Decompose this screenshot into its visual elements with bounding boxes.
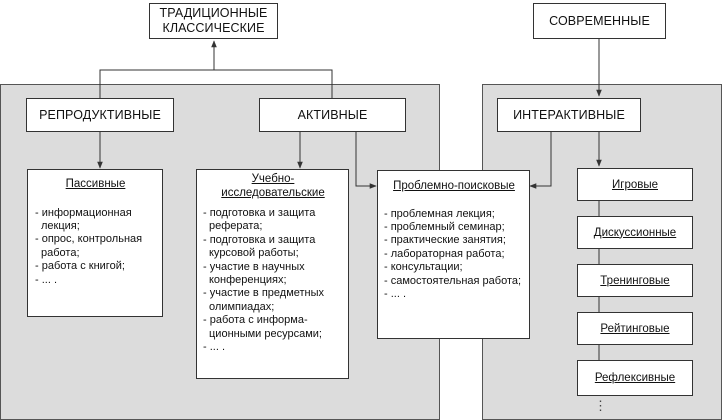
research-box: Учебно- исследовательские - подготовка и… bbox=[196, 169, 349, 379]
interactive-box: ИНТЕРАКТИВНЫЕ bbox=[497, 98, 641, 132]
training-box: Тренинговые bbox=[577, 264, 693, 297]
discussion-box: Дискуссионные bbox=[577, 216, 693, 249]
traditional-label-line1: ТРАДИЦИОННЫЕ bbox=[159, 6, 268, 20]
passive-list: - информационная лекция; - опрос, контро… bbox=[35, 207, 156, 287]
active-label: АКТИВНЫЕ bbox=[297, 107, 368, 122]
traditional-label-line2: КЛАССИЧЕСКИЕ bbox=[162, 21, 265, 35]
research-list: - подготовка и защита реферата; - подгот… bbox=[203, 207, 343, 354]
list-item: - подготовка и защита реферата; bbox=[203, 207, 316, 233]
continuation-ellipsis: ⋮ bbox=[594, 398, 607, 413]
problem-list: - проблемная лекция; - проблемный семина… bbox=[384, 208, 524, 302]
type-label: Игровые bbox=[611, 178, 659, 191]
research-title-line2: исследовательские bbox=[221, 186, 325, 199]
list-item: - ... . bbox=[203, 341, 225, 354]
problem-title: Проблемно-поисковые bbox=[393, 180, 515, 192]
problem-box: Проблемно-поисковые - проблемная лекция;… bbox=[377, 170, 530, 339]
list-item: - проблемная лекция; bbox=[384, 207, 495, 220]
list-item: - подготовка и защита курсовой работы; bbox=[203, 233, 316, 260]
list-item: - самостоятельная работа; bbox=[384, 274, 522, 287]
list-item: - ... . bbox=[35, 273, 57, 286]
rating-box: Рейтинговые bbox=[577, 312, 693, 345]
interactive-label: ИНТЕРАКТИВНЫЕ bbox=[513, 107, 625, 122]
list-item: - работа с информа-ционными ресурсами; bbox=[203, 314, 322, 340]
type-label: Тренинговые bbox=[600, 274, 670, 287]
list-item: - участие в научных конференциях; bbox=[203, 260, 305, 287]
active-box: АКТИВНЫЕ bbox=[259, 98, 406, 132]
list-item: - участие в предметных олимпиадах; bbox=[203, 287, 325, 313]
passive-title: Пассивные bbox=[65, 178, 126, 190]
list-item: - практические занятия; bbox=[384, 234, 506, 247]
list-item: - информационная лекция; bbox=[35, 206, 132, 232]
list-item: - консультации; bbox=[384, 261, 463, 274]
reflexive-box: Рефлексивные bbox=[577, 360, 693, 396]
list-item: - лабораторная работа; bbox=[384, 247, 505, 260]
type-label: Дискуссионные bbox=[593, 226, 677, 239]
type-label: Рефлексивные bbox=[594, 372, 676, 384]
reproductive-box: РЕПРОДУКТИВНЫЕ bbox=[26, 98, 174, 132]
list-item: - проблемный семинар; bbox=[384, 220, 505, 233]
list-item: - ... . bbox=[384, 287, 406, 300]
list-item: - опрос, контрольная работа; bbox=[35, 233, 143, 259]
passive-box: Пассивные - информационная лекция; - опр… bbox=[27, 169, 163, 317]
research-title-line1: Учебно- bbox=[251, 173, 295, 185]
modern-label: СОВРЕМЕННЫЕ bbox=[549, 13, 650, 28]
list-item: - работа с книгой; bbox=[35, 260, 125, 273]
type-label: Рейтинговые bbox=[600, 322, 670, 335]
research-title: Учебно- исследовательские bbox=[203, 173, 343, 200]
traditional-box: ТРАДИЦИОННЫЕ КЛАССИЧЕСКИЕ bbox=[149, 3, 278, 39]
games-box: Игровые bbox=[577, 168, 693, 201]
modern-box: СОВРЕМЕННЫЕ bbox=[533, 3, 666, 39]
reproductive-label: РЕПРОДУКТИВНЫЕ bbox=[39, 107, 161, 122]
